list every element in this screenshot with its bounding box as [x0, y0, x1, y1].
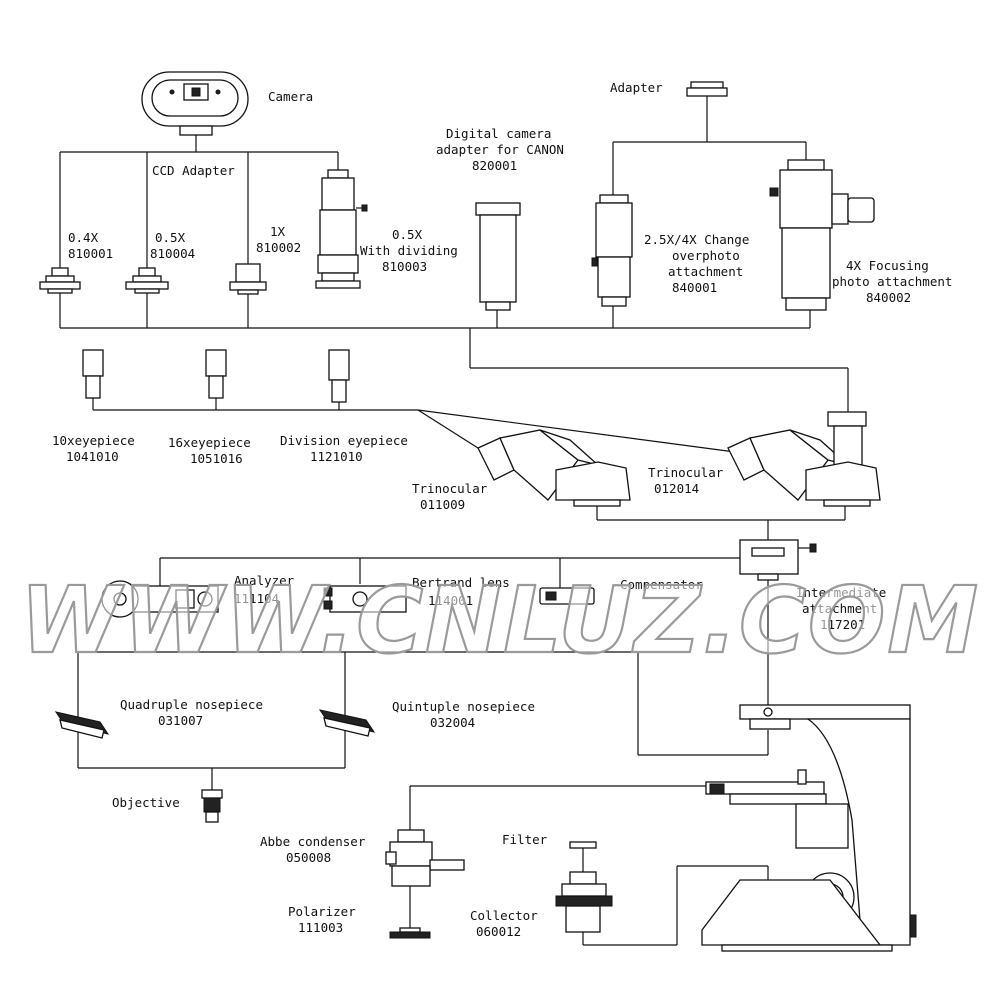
- label-eyepiece-16x-code: 1051016: [190, 451, 243, 466]
- label-bertrand-name: Bertrand lens: [412, 575, 510, 590]
- bertrand-lens-icon: [323, 585, 407, 613]
- adapter-05x-icon: [125, 267, 169, 294]
- label-polarizer-code: 111003: [298, 920, 343, 935]
- label-intermediate-line2: attachment: [802, 601, 877, 616]
- label-change-line1: 2.5X/4X Change: [644, 232, 749, 247]
- adapter-05x-dividing-icon: [315, 169, 368, 289]
- label-adapter-05x-code: 810004: [150, 246, 195, 261]
- filter-icon: [569, 841, 597, 849]
- label-quad-nosepiece-code: 031007: [158, 713, 203, 728]
- canon-adapter-icon: [475, 202, 521, 311]
- label-objective: Objective: [112, 795, 180, 810]
- label-collector-name: Collector: [470, 908, 538, 923]
- label-canon-code: 820001: [472, 158, 517, 173]
- label-collector-code: 060012: [476, 924, 521, 939]
- watermark-text: WWW.CNLUZ.COM: [20, 567, 980, 674]
- label-eyepiece-10x-name: 10xeyepiece: [52, 433, 135, 448]
- polarizer-icon: [389, 927, 431, 939]
- label-quint-nosepiece-name: Quintuple nosepiece: [392, 699, 535, 714]
- label-adapter-04x-code: 810001: [68, 246, 113, 261]
- label-intermediate-code: 117201: [820, 617, 865, 632]
- labels: Camera CCD Adapter Adapter 0.4X 810001 0…: [52, 80, 952, 939]
- label-canon-line1: Digital camera: [446, 126, 551, 141]
- label-trinocular-2-name: Trinocular: [648, 465, 724, 480]
- label-adapter-dividing-code: 810003: [382, 259, 427, 274]
- label-trinocular-1-name: Trinocular: [412, 481, 488, 496]
- label-adapter-1x-name: 1X: [270, 224, 286, 239]
- compensator-icon: [539, 587, 595, 605]
- label-analyzer-name: Analyzer: [234, 573, 295, 588]
- change-attachment-icon: [591, 194, 633, 307]
- label-adapter-05x-name: 0.5X: [155, 230, 186, 245]
- label-eyepiece-10x-code: 1041010: [66, 449, 119, 464]
- label-polarizer-name: Polarizer: [288, 904, 356, 919]
- eyepiece-16x-icon: [205, 349, 227, 399]
- adapter-1x-icon: [229, 263, 267, 295]
- eyepiece-division-icon: [328, 349, 350, 403]
- label-trinocular-1-code: 011009: [420, 497, 465, 512]
- label-eyepiece-division-code: 1121010: [310, 449, 363, 464]
- quadruple-nosepiece-icon: [54, 711, 110, 739]
- trinocular-011009-icon: [477, 429, 631, 507]
- label-adapter-1x-code: 810002: [256, 240, 301, 255]
- label-abbe-name: Abbe condenser: [260, 834, 366, 849]
- label-adapter-dividing-line2: With dividing: [360, 243, 458, 258]
- intermediate-attachment-icon: [739, 539, 817, 581]
- label-bertrand-code: 114001: [428, 593, 473, 608]
- label-quint-nosepiece-code: 032004: [430, 715, 475, 730]
- eyepiece-10x-icon: [82, 349, 104, 399]
- collector-icon: [555, 871, 613, 933]
- analyzer-icon: [101, 580, 219, 618]
- label-adapter-04x-name: 0.4X: [68, 230, 99, 245]
- connector-lines: [59, 96, 849, 946]
- label-canon-line2: adapter for CANON: [436, 142, 564, 157]
- label-change-code: 840001: [672, 280, 717, 295]
- label-ccd-adapter: CCD Adapter: [152, 163, 235, 178]
- objective-icon: [201, 789, 223, 823]
- camera-icon: [141, 71, 249, 136]
- quintuple-nosepiece-icon: [318, 709, 376, 737]
- label-filter: Filter: [502, 832, 548, 847]
- trinocular-012014-icon: [727, 411, 881, 507]
- label-focus-line2: photo attachment: [832, 274, 952, 289]
- label-focus-code: 840002: [866, 290, 911, 305]
- label-compensator: Compensator: [620, 577, 703, 592]
- top-adapter-icon: [686, 81, 728, 97]
- focusing-attachment-icon: [769, 159, 875, 311]
- label-intermediate-line1: Intermediate: [796, 585, 886, 600]
- label-eyepiece-division-name: Division eyepiece: [280, 433, 408, 448]
- label-trinocular-2-code: 012014: [654, 481, 699, 496]
- label-adapter: Adapter: [610, 80, 663, 95]
- label-change-line3: attachment: [668, 264, 743, 279]
- microscope-stand-icon: [701, 704, 917, 952]
- label-eyepiece-16x-name: 16xeyepiece: [168, 435, 251, 450]
- label-change-line2: overphoto: [672, 248, 740, 263]
- label-camera: Camera: [268, 89, 313, 104]
- label-quad-nosepiece-name: Quadruple nosepiece: [120, 697, 263, 712]
- abbe-condenser-icon: [385, 829, 465, 887]
- label-adapter-dividing-line1: 0.5X: [392, 227, 423, 242]
- label-analyzer-code: 111104: [234, 591, 279, 606]
- label-focus-line1: 4X Focusing: [846, 258, 929, 273]
- adapter-04x-icon: [39, 267, 81, 294]
- label-abbe-code: 050008: [286, 850, 331, 865]
